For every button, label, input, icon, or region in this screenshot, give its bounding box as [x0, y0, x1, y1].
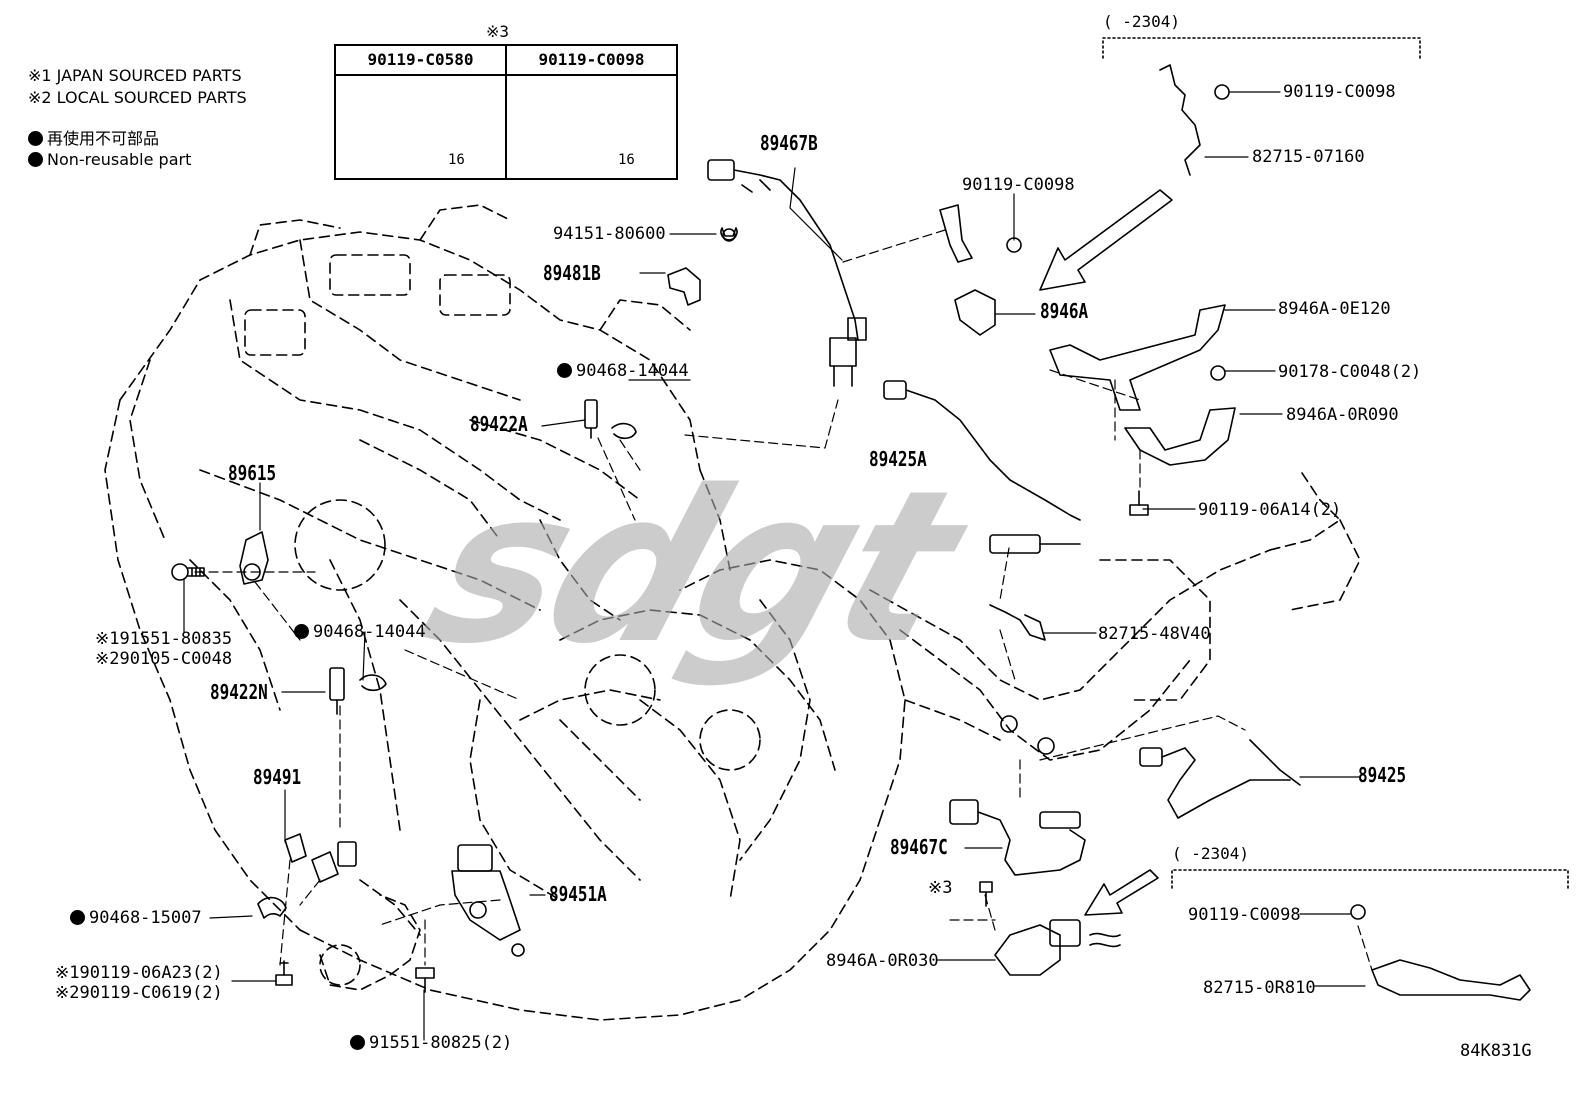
sensor-89467C: [949, 799, 1086, 876]
sensor-89481B: [667, 267, 701, 306]
callout-90468-14044-mid[interactable]: 90468-14044: [294, 622, 426, 642]
callout-82715-48V40[interactable]: 82715-48V40: [1098, 624, 1211, 644]
bracket-8946A-0R030: [979, 881, 1121, 976]
callout-90119-C0098-bottom[interactable]: 90119-C0098: [1188, 905, 1301, 925]
clip-90468-top: [611, 422, 637, 440]
bracket-82715-07160: [1159, 64, 1230, 176]
callout-89422N[interactable]: 89422N: [210, 680, 268, 704]
callout-89467B[interactable]: 89467B: [760, 131, 818, 155]
callout-90105-C0048[interactable]: ※290105-C0048: [95, 649, 233, 669]
callout-90119-C0098-mid[interactable]: 90119-C0098: [962, 175, 1075, 195]
clip-90468-mid: [359, 674, 387, 692]
nonreusable-dot-icon: [28, 152, 43, 167]
legend-note-local: ※2 LOCAL SOURCED PARTS: [28, 88, 247, 107]
sensor-89425A: [883, 380, 1081, 554]
legend-nonreusable-jp: 再使用不可部品: [28, 125, 159, 149]
callout-89422A[interactable]: 89422A: [470, 412, 528, 436]
sensor-89615: [239, 531, 269, 585]
nonreusable-dot-icon: [557, 363, 572, 378]
nonreusable-dot-icon: [28, 131, 43, 146]
callout-89425[interactable]: 89425: [1358, 763, 1407, 787]
bracket-8946A-0E120: [1049, 304, 1226, 411]
callout-89615[interactable]: 89615: [228, 461, 277, 485]
callout-90468-15007[interactable]: 90468-15007: [70, 908, 202, 928]
callout-91551-80825[interactable]: 91551-80825(2): [350, 1033, 512, 1053]
callout-89451A[interactable]: 89451A: [549, 882, 607, 906]
sensor-89422A: [584, 399, 598, 429]
nonreusable-dot-icon: [70, 910, 85, 925]
bolt-90119-06A23: [275, 960, 293, 986]
callout-89425A[interactable]: 89425A: [869, 447, 927, 471]
bolt-91551-80825: [415, 967, 435, 993]
sensor-89467B: [707, 159, 867, 387]
sensor-89422N: [329, 667, 345, 701]
spec-col-2: 90119-C0098: [507, 46, 676, 76]
callout-91551-80835[interactable]: ※191551-80835: [95, 629, 233, 649]
callout-82715-07160[interactable]: 82715-07160: [1252, 147, 1365, 167]
bracket-8946A-0R090: [1124, 407, 1236, 466]
engine-transaxle-outline: [104, 204, 906, 1021]
callout-90119-C0098-top[interactable]: 90119-C0098: [1283, 82, 1396, 102]
spec-col-1: 90119-C0580: [336, 46, 505, 76]
callout-89467C[interactable]: 89467C: [890, 835, 948, 859]
range-label-top: ( -2304): [1103, 12, 1181, 31]
bolt-91551-80835: [171, 563, 205, 581]
bolt-90119-06A14: [1129, 490, 1149, 516]
callout-89491[interactable]: 89491: [253, 765, 302, 789]
callout-90178-C0048[interactable]: 90178-C0048(2): [1278, 362, 1422, 382]
callout-8946A-0R090[interactable]: 8946A-0R090: [1286, 405, 1399, 425]
intake-hose: [319, 879, 421, 991]
callout-8946A-0E120[interactable]: 8946A-0E120: [1278, 299, 1391, 319]
clamp-82715-48V40: [989, 604, 1046, 641]
nut-90178: [1210, 365, 1226, 381]
leader-lines: [183, 91, 1366, 1041]
legend-note-japan: ※1 JAPAN SOURCED PARTS: [28, 66, 242, 85]
spec-divider: [505, 46, 507, 178]
exhaust-pipe-catalyst: [869, 469, 1361, 761]
callout-94151-80600[interactable]: 94151-80600: [553, 224, 666, 244]
spec-table-ref: ※3: [486, 22, 510, 41]
sensor-89491: [284, 833, 307, 863]
range-label-bottom: ( -2304): [1172, 844, 1250, 863]
range-bracket-bottom: [1171, 869, 1569, 889]
legend-nonreusable-en: Non-reusable part: [28, 150, 191, 169]
range-bracket-top: [1102, 37, 1421, 59]
spec-dim-1: 16: [448, 152, 465, 168]
callout-89481B[interactable]: 89481B: [543, 261, 601, 285]
clip-90468-15007: [257, 896, 287, 919]
callout-ref-3[interactable]: ※3: [928, 878, 953, 898]
callout-90119-06A14[interactable]: 90119-06A14(2): [1198, 500, 1342, 520]
bracket-82715-0R810: [1350, 904, 1531, 1001]
switch-89451A: [451, 844, 525, 957]
direction-arrow-lower: [1084, 869, 1159, 916]
callout-90468-14044-top[interactable]: 90468-14044: [557, 361, 689, 381]
spec-dim-2: 16: [618, 152, 635, 168]
callout-90119-C0619[interactable]: ※290119-C0619(2): [55, 983, 223, 1003]
callout-8946A[interactable]: 8946A: [1040, 299, 1089, 323]
spec-table: 90119-C0580 90119-C0098 16 16: [334, 44, 678, 180]
nonreusable-dot-icon: [350, 1035, 365, 1050]
direction-arrow-upper: [1039, 189, 1173, 291]
callout-82715-0R810[interactable]: 82715-0R810: [1203, 978, 1316, 998]
nonreusable-dot-icon: [294, 624, 309, 639]
engine-detail-lines: [244, 254, 761, 801]
diagram-code: 84K831G: [1460, 1041, 1532, 1061]
bracket-8946A: [939, 204, 1022, 336]
sensor-89425: [1139, 739, 1301, 819]
callout-90119-06A23[interactable]: ※190119-06A23(2): [55, 963, 223, 983]
callout-8946A-0R030[interactable]: 8946A-0R030: [826, 951, 939, 971]
